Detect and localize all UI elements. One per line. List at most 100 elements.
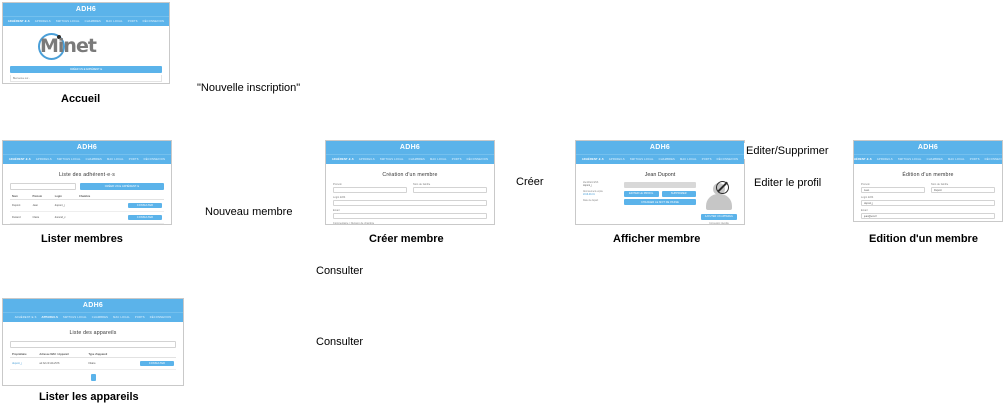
membres-create-button[interactable]: CRÉER UN·E ADHÉRENT·E — [80, 183, 164, 190]
col-proprietaire: Propriétaire — [10, 351, 38, 358]
value-email: jean@ens.fr — [864, 214, 877, 218]
accueil-cta-button[interactable]: CRÉER UN·E ADHÉRENT·E — [10, 66, 162, 73]
nav-item-ports[interactable]: PORTS — [127, 20, 138, 23]
edit-profile-button[interactable]: EDITER LE PROFIL — [624, 190, 659, 197]
change-password-button[interactable]: CHANGER LE MOT DE PASSE — [624, 199, 696, 205]
creer-field-prenom: Prénom — [333, 183, 407, 193]
nav-item-switchs[interactable]: SWITCHS LOCAL — [55, 20, 80, 23]
nav-item-ports[interactable]: PORTS — [451, 158, 462, 161]
nav-item-switchs[interactable]: SWITCHS LOCAL — [56, 158, 81, 161]
input-prenom[interactable] — [333, 187, 407, 193]
nav-item-switchs[interactable]: SWITCHS LOCAL — [63, 316, 87, 319]
creer-brand: ADH6 — [399, 144, 421, 151]
nav-item-adherents[interactable]: ADHÉRENT·E·S — [581, 158, 604, 161]
page-number-1[interactable] — [90, 374, 96, 381]
nav-item-chambres[interactable]: CHAMBRES — [84, 20, 101, 23]
nav-item-deconnexion[interactable]: DÉCONNEXION — [716, 158, 739, 161]
nav-item-mac[interactable]: MAC LOCAL — [105, 20, 123, 23]
col-type: Type d'appareil — [86, 351, 120, 358]
nav-item-appareils[interactable]: APPAREILS — [876, 158, 893, 161]
nav-item-mac[interactable]: MAC LOCAL — [679, 158, 697, 161]
cell-proprietaire[interactable]: dupont_j — [10, 357, 38, 370]
screen-edition-membre[interactable]: ADH6 ADHÉRENT·E·S APPAREILS SWITCHS LOCA… — [853, 140, 1003, 222]
screen-lister-membres[interactable]: ADH6 ADHÉRENT·E·S APPAREILS SWITCHS LOCA… — [2, 140, 172, 225]
membres-search-input[interactable] — [10, 183, 76, 190]
label-email: Email — [861, 209, 868, 212]
appareils-navbar[interactable]: ADHÉRENT·E·S APPAREILS SWITCHS LOCAL CHA… — [3, 312, 183, 322]
row-consulter-button[interactable]: CONSULTER — [140, 360, 174, 367]
nav-item-mac[interactable]: MAC LOCAL — [429, 158, 447, 161]
add-device-button[interactable]: AJOUTER UN APPAREIL — [701, 214, 737, 220]
nav-item-chambres[interactable]: CHAMBRES — [658, 158, 675, 161]
nav-item-appareils[interactable]: APPAREILS — [358, 158, 375, 161]
nav-item-appareils[interactable]: APPAREILS — [608, 158, 625, 161]
table-row[interactable]: Dupont Jean dupont_j CONSULTER — [10, 199, 164, 212]
edition-field-prenom: Prénom Jean — [861, 183, 925, 193]
delete-member-button[interactable]: SUPPRIMER — [661, 190, 696, 197]
info-value-abonnement: 2019-09-01 — [583, 194, 595, 197]
edition-navbar[interactable]: ADHÉRENT·E·S APPAREILS SWITCHS LOCAL CHA… — [854, 154, 1002, 164]
screen-lister-appareils[interactable]: ADH6 ADHÉRENT·E·S APPAREILS SWITCHS LOCA… — [2, 298, 184, 386]
nav-item-adherents[interactable]: ADHÉRENT·E·S — [7, 20, 30, 23]
nav-item-switchs[interactable]: SWITCHS LOCAL — [379, 158, 404, 161]
nav-item-appareils[interactable]: APPAREILS — [41, 316, 58, 319]
info-row-ens: Identifiant ENS dupont_j — [583, 182, 619, 188]
nav-item-mac[interactable]: MAC LOCAL — [947, 158, 965, 161]
nav-item-chambres[interactable]: CHAMBRES — [408, 158, 425, 161]
accueil-brand: ADH6 — [75, 6, 97, 13]
nav-item-ports[interactable]: PORTS — [128, 158, 139, 161]
nav-item-switchs[interactable]: SWITCHS LOCAL — [897, 158, 922, 161]
screen-accueil[interactable]: ADH6 ADHÉRENT·E·S APPAREILS SWITCHS LOCA… — [2, 2, 170, 84]
edition-row-names: Prénom Jean Nom de famille Dupont — [861, 183, 995, 193]
creer-field-login: Login ENS — [333, 196, 487, 206]
input-login[interactable] — [333, 200, 487, 206]
nav-item-switchs[interactable]: SWITCHS LOCAL — [629, 158, 654, 161]
membres-navbar[interactable]: ADHÉRENT·E·S APPAREILS SWITCHS LOCAL CHA… — [3, 154, 171, 164]
nav-item-ports[interactable]: PORTS — [701, 158, 712, 161]
creer-page-title: Création d'un membre — [382, 172, 438, 178]
appareils-pagination[interactable] — [10, 374, 176, 381]
nav-item-adherents[interactable]: ADHÉRENT·E·S — [8, 158, 31, 161]
afficher-navbar[interactable]: ADHÉRENT·E·S APPAREILS SWITCHS LOCAL CHA… — [576, 154, 744, 164]
appareils-table: Propriétaire Adresse MAC / Appareil Type… — [10, 351, 176, 370]
input-nom[interactable] — [413, 187, 487, 193]
creer-row-names: Prénom Nom de famille — [333, 183, 487, 193]
nav-item-deconnexion[interactable]: DÉCONNEXION — [984, 158, 1002, 161]
screen-afficher-membre[interactable]: ADH6 ADHÉRENT·E·S APPAREILS SWITCHS LOCA… — [575, 140, 745, 225]
nav-item-adherents[interactable]: ADHÉRENT·E·S — [331, 158, 354, 161]
nav-item-chambres[interactable]: CHAMBRES — [91, 316, 109, 319]
input-email[interactable] — [333, 213, 487, 219]
nav-item-deconnexion[interactable]: DÉCONNEXION — [142, 20, 165, 23]
nav-item-chambres[interactable]: CHAMBRES — [926, 158, 943, 161]
nav-item-chambres[interactable]: CHAMBRES — [85, 158, 102, 161]
row-consulter-button[interactable]: CONSULTER — [128, 202, 162, 209]
accueil-navbar[interactable]: ADHÉRENT·E·S APPAREILS SWITCHS LOCAL CHA… — [3, 16, 169, 26]
caption-creer-membre: Créer membre — [366, 231, 447, 247]
nav-item-mac[interactable]: MAC LOCAL — [113, 316, 130, 319]
nav-item-deconnexion[interactable]: DÉCONNEXION — [466, 158, 489, 161]
input-login[interactable]: dupont_j — [861, 200, 995, 206]
cell-nom: Durand — [10, 211, 31, 224]
membres-titlebar: ADH6 — [3, 141, 171, 154]
input-nom[interactable]: Dupont — [931, 187, 995, 193]
nav-item-appareils[interactable]: APPAREILS — [35, 158, 52, 161]
nav-item-appareils[interactable]: APPAREILS — [34, 20, 51, 23]
add-device-label: AJOUTER UN APPAREIL — [704, 216, 734, 218]
table-row[interactable]: Durand Claire durand_c CONSULTER — [10, 211, 164, 224]
screen-creer-membre[interactable]: ADH6 ADHÉRENT·E·S APPAREILS SWITCHS LOCA… — [325, 140, 495, 225]
nav-item-deconnexion[interactable]: DÉCONNEXION — [143, 158, 166, 161]
creer-navbar[interactable]: ADHÉRENT·E·S APPAREILS SWITCHS LOCAL CHA… — [326, 154, 494, 164]
table-row[interactable]: dupont_j a1:b2:c3:d4:e5:f6 Filaire CONSU… — [10, 357, 176, 370]
nav-item-deconnexion[interactable]: DÉCONNEXION — [149, 316, 172, 319]
nav-item-adherents[interactable]: ADHÉRENT·E·S — [853, 158, 872, 161]
input-prenom[interactable]: Jean — [861, 187, 925, 193]
row-consulter-button[interactable]: CONSULTER — [128, 214, 162, 221]
nav-item-ports[interactable]: PORTS — [969, 158, 980, 161]
nav-item-adherents[interactable]: ADHÉRENT·E·S — [14, 316, 37, 319]
nav-item-ports[interactable]: PORTS — [134, 316, 145, 319]
membres-search-row[interactable]: CRÉER UN·E ADHÉRENT·E — [10, 183, 164, 190]
appareils-search-input[interactable] — [10, 341, 176, 348]
nav-item-mac[interactable]: MAC LOCAL — [106, 158, 124, 161]
input-email[interactable]: jean@ens.fr — [861, 213, 995, 219]
table-header-row: Propriétaire Adresse MAC / Appareil Type… — [10, 351, 176, 358]
